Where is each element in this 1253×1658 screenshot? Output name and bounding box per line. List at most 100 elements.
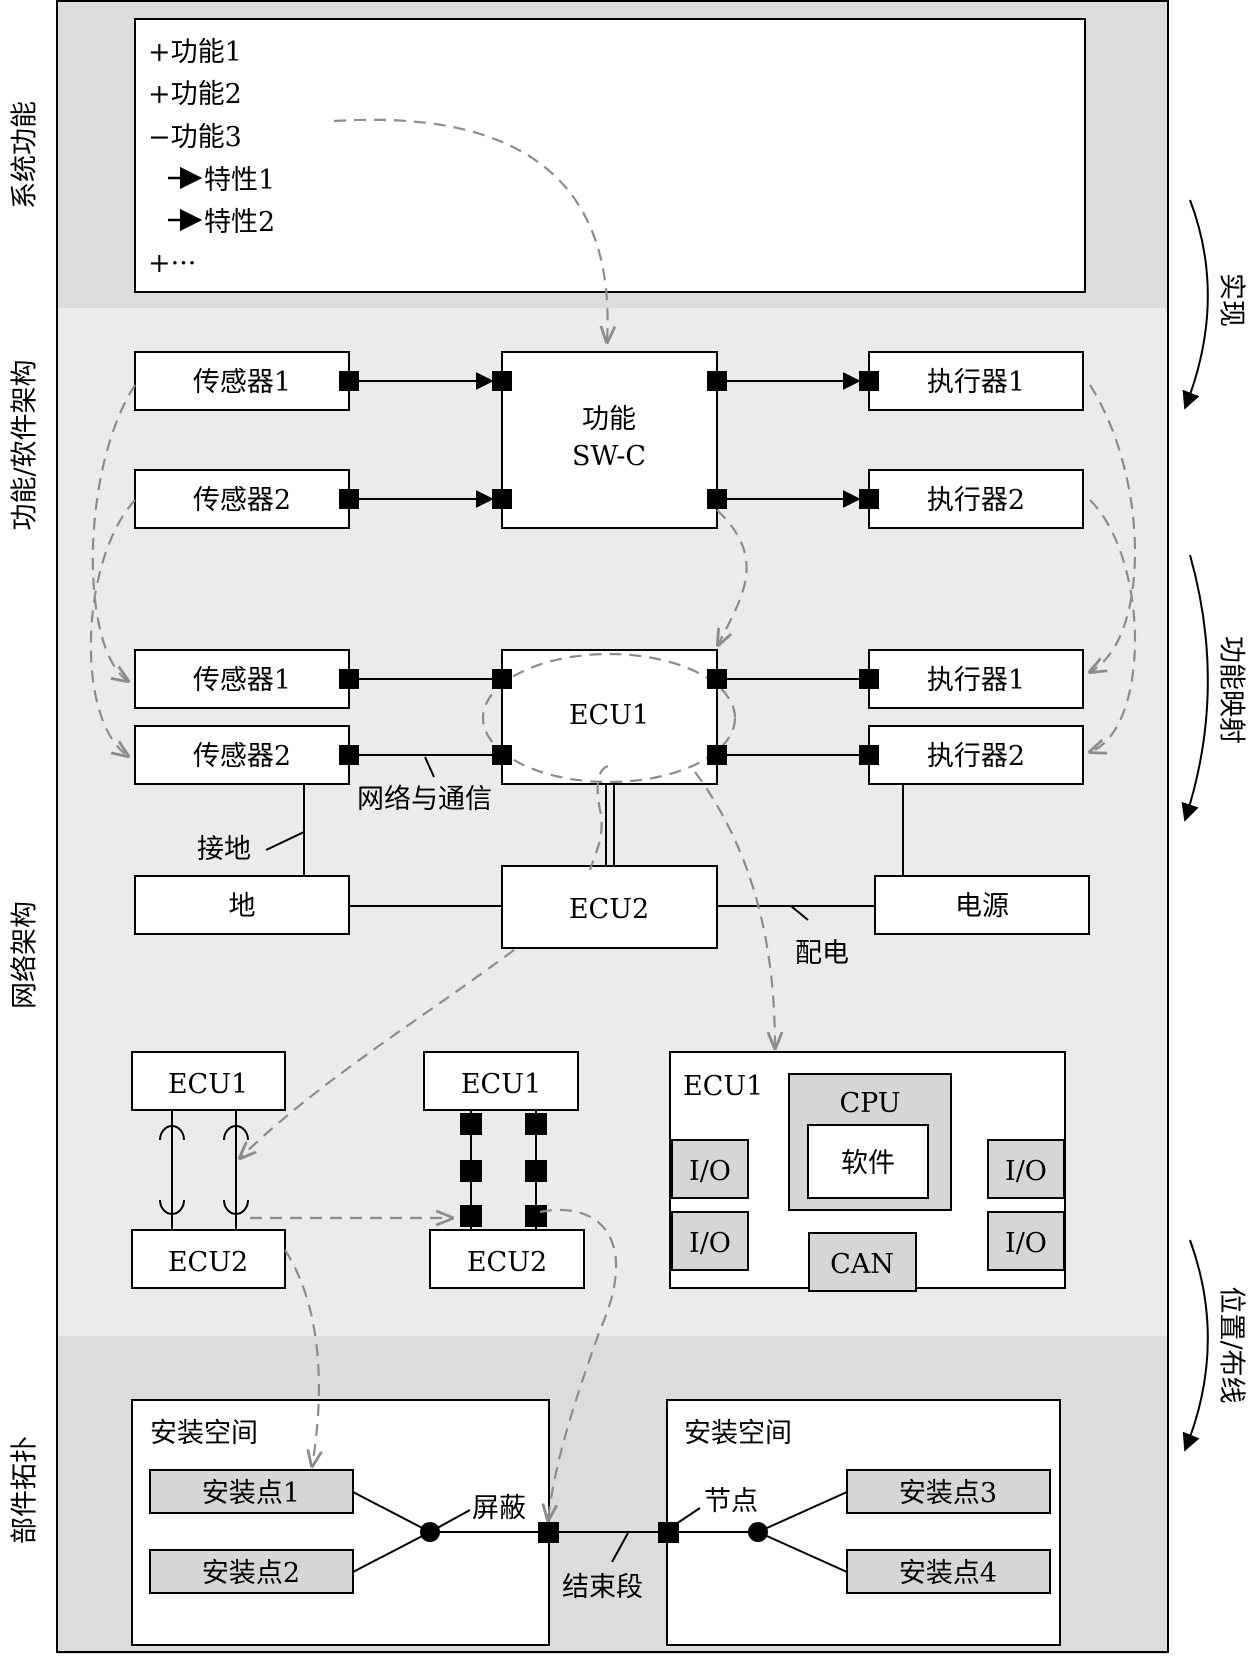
function-item-more: +··· (148, 248, 196, 279)
map-actuator2 (1090, 499, 1137, 752)
net-port-e1 (492, 669, 512, 689)
ground-box-label: 地 (229, 891, 256, 922)
ground-box (134, 875, 350, 935)
port-f-in2 (492, 489, 512, 509)
map-ecu2-connector (240, 949, 515, 1158)
ecu-internal-detail: ECU1 CPU 软件 I/O I/O I/O I/O CAN (669, 1051, 1066, 1292)
step-arrow-placement (1182, 1239, 1209, 1452)
band-label-network: 网络架构 (10, 901, 41, 1009)
port-f-in1 (492, 371, 512, 391)
sw-actuator-2-box (868, 469, 1084, 529)
map-actuator1 (1090, 384, 1136, 672)
pin-2a (525, 1113, 547, 1135)
sw-function-label-2: SW-C (572, 441, 646, 472)
pin-detail: ECU1 ECU2 (423, 1051, 585, 1289)
port-f-out2 (707, 489, 727, 509)
band-label-topology: 部件拓扑 (10, 1436, 41, 1544)
conn-ecu2-box (131, 1229, 286, 1289)
power-box-label: 电源 (955, 891, 1009, 922)
io-box-2 (671, 1211, 749, 1271)
install-point-4-box (846, 1549, 1051, 1594)
install-point-2-box (149, 1549, 354, 1594)
function-feature-1: 特性1 (204, 165, 275, 196)
mapping-arrows (89, 118, 1137, 1520)
software-label: 软件 (841, 1148, 895, 1179)
install-space-right-label: 安装空间 (684, 1418, 792, 1449)
step-label-placement: 位置/布线 (1216, 1286, 1247, 1403)
function-item-3: −功能3 (148, 122, 242, 153)
band-labels: 系统功能 功能/软件架构 网络架构 部件拓扑 (10, 101, 41, 1544)
net-sensor-2-box (134, 725, 350, 785)
pin-ecu1-label: ECU1 (461, 1069, 541, 1100)
sw-sensor-2-label: 传感器2 (193, 485, 291, 516)
wire-p2-junction (352, 1531, 431, 1573)
install-point-2-label: 安装点2 (202, 1558, 300, 1589)
connector-top-2 (223, 1125, 249, 1141)
sw-actuator-1-box (868, 351, 1084, 411)
io-label-3: I/O (1005, 1156, 1047, 1187)
network-label-leader (424, 756, 435, 778)
net-ecu2-label: ECU2 (569, 894, 649, 925)
can-label: CAN (830, 1249, 894, 1280)
function-feature-2: 特性2 (204, 207, 275, 238)
net-sensor-2-label: 传感器2 (193, 741, 291, 772)
net-port-a2 (859, 745, 879, 765)
conn-ecu1-box (131, 1051, 286, 1111)
pin-ecu2-label: ECU2 (467, 1247, 547, 1278)
install-point-1-label: 安装点1 (202, 1478, 300, 1509)
port-a2-in (859, 489, 879, 509)
map-pin-connector (539, 1208, 618, 1520)
connector-top-1 (159, 1125, 185, 1141)
network-comm-label: 网络与通信 (357, 784, 492, 815)
install-space-right (666, 1399, 1061, 1646)
conn-ecu1-label: ECU1 (168, 1069, 248, 1100)
net-port-e3 (707, 669, 727, 689)
ecu-internal-label: ECU1 (683, 1071, 763, 1102)
connector-node-right (658, 1522, 679, 1543)
net-ecu1-label: ECU1 (569, 700, 649, 731)
net-port-e2 (492, 745, 512, 765)
component-topology: 安装空间 安装点1 安装点2 安装空间 安装点3 安装点4 屏蔽 结束段 节点 (131, 1399, 1061, 1646)
io-box-1 (671, 1139, 749, 1199)
pin-1c (460, 1205, 482, 1227)
software-box (807, 1124, 929, 1199)
install-point-4-label: 安装点4 (899, 1558, 997, 1589)
net-actuator-2-label: 执行器2 (927, 741, 1025, 772)
can-box (808, 1232, 917, 1292)
network-architecture: 传感器1 传感器2 ECU1 执行器1 执行器2 网络与通信 接地 地 (134, 649, 1090, 969)
connector-bottom-1 (159, 1199, 185, 1215)
step-labels: 实现 功能映射 位置/布线 (1181, 199, 1247, 1452)
sw-architecture: 传感器1 传感器2 功能 SW-C 执行器1 执行器2 (134, 351, 1084, 529)
map-ecu2-install (284, 1249, 319, 1466)
install-point-3-label: 安装点3 (899, 1478, 997, 1509)
function-item-2: +功能2 (148, 79, 242, 110)
power-dist-leader (790, 905, 809, 921)
function-list-box: +功能1 +功能2 −功能3 特性1 特性2 +··· (134, 18, 1086, 293)
pin-1b (460, 1160, 482, 1182)
wire-p1-junction (352, 1491, 431, 1533)
node-label: 节点 (704, 1486, 758, 1517)
band-label-functional: 功能/软件架构 (10, 359, 41, 530)
cpu-label: CPU (839, 1088, 900, 1119)
sw-function-box (501, 351, 718, 529)
power-dist-label: 配电 (795, 938, 849, 969)
net-sensor-1-label: 传感器1 (193, 665, 291, 696)
map-sensor2 (89, 499, 136, 756)
map-function-to-swc (333, 118, 608, 342)
map-ecu1-internal (694, 771, 775, 1048)
net-actuator-1-box (868, 649, 1084, 709)
shield-label: 屏蔽 (472, 1493, 526, 1524)
install-point-1-box (149, 1469, 354, 1514)
net-port-s2 (339, 745, 359, 765)
pin-2c (525, 1205, 547, 1227)
install-space-left-label: 安装空间 (150, 1418, 258, 1449)
port-s2-out (339, 489, 359, 509)
pin-2b (525, 1160, 547, 1182)
map-swc-to-ecu1 (717, 509, 748, 645)
termination-leader (611, 1532, 629, 1563)
band-label-system: 系统功能 (10, 101, 41, 209)
net-port-a1 (859, 669, 879, 689)
wire-junction-p3 (757, 1491, 848, 1533)
